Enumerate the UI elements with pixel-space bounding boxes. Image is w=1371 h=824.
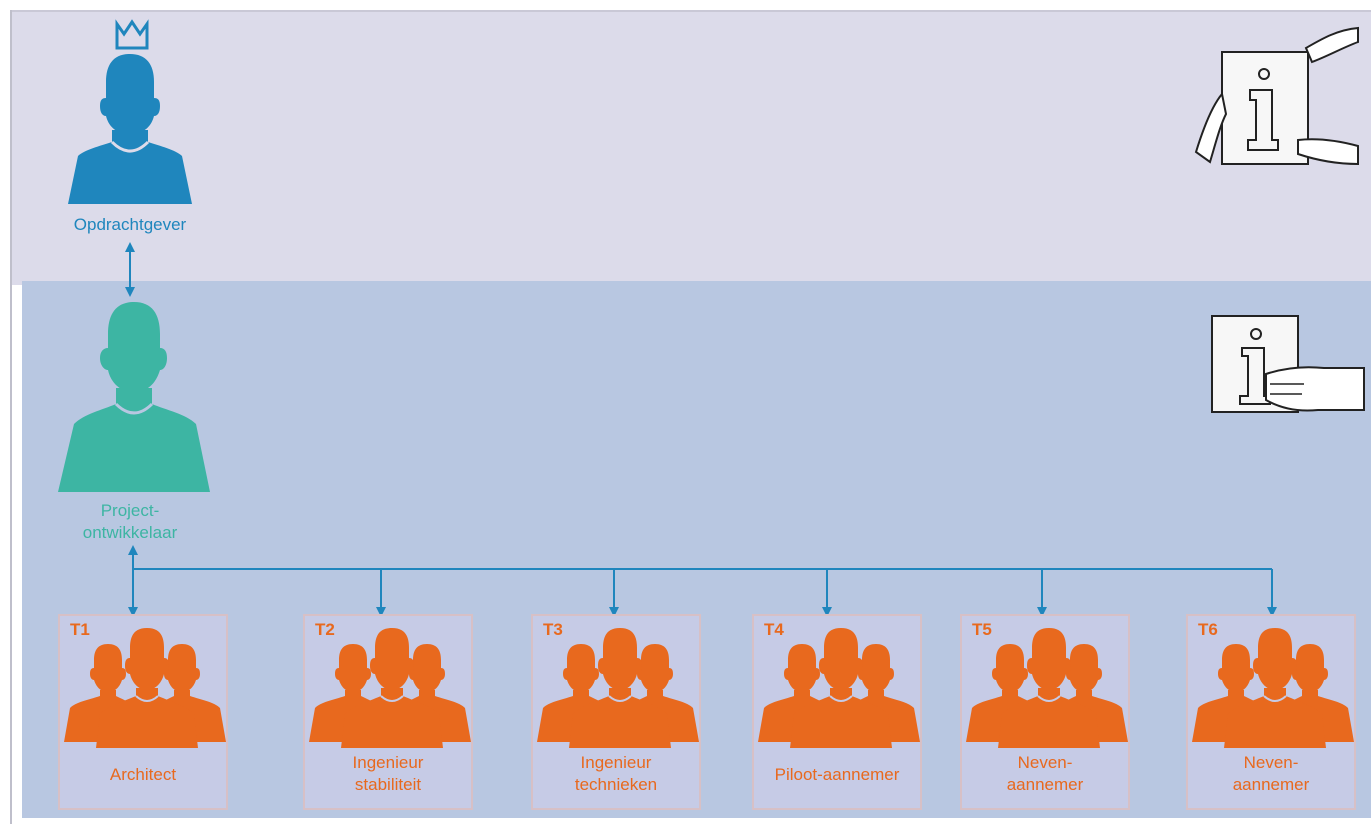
team-code: T6: [1198, 620, 1218, 639]
group-of-people-icon: [758, 628, 920, 748]
team-box-t1: T1 Architect: [58, 614, 228, 810]
team-label: Neven- aannemer: [1232, 753, 1310, 794]
team-box-t4: T4 Piloot-aannemer: [752, 614, 922, 810]
left-edge-line: [10, 10, 12, 824]
team-box-t2: T2 Ingenieur stabiliteit: [303, 614, 473, 810]
client-node: [68, 19, 192, 204]
team-code: T1: [70, 620, 90, 639]
team-label: Ingenieur technieken: [574, 753, 658, 794]
team-box-t5: T5 Neven- aannemer: [960, 614, 1130, 810]
info-sign-top-icon: [1194, 26, 1359, 166]
group-of-people-icon: [537, 628, 699, 748]
team-code: T5: [972, 620, 992, 639]
info-sign-bottom-icon: [1211, 315, 1365, 413]
team-label: Piloot-aannemer: [774, 765, 900, 784]
client-label: Opdrachtgever: [73, 215, 187, 234]
group-of-people-icon: [309, 628, 471, 748]
group-of-people-icon: [64, 628, 226, 748]
team-code: T3: [543, 620, 563, 639]
client-person-icon: [68, 54, 192, 204]
project-developer-person-icon: [58, 302, 210, 492]
client-band: [12, 10, 1371, 285]
group-of-people-icon: [966, 628, 1128, 748]
crown-icon: [115, 19, 149, 50]
project-developer-node: [58, 302, 210, 492]
group-of-people-icon: [1192, 628, 1354, 748]
team-box-t6: T6 Neven- aannemer: [1186, 614, 1356, 810]
team-box-t3: T3 Ingenieur technieken: [531, 614, 701, 810]
team-label: Neven- aannemer: [1006, 753, 1084, 794]
team-code: T4: [764, 620, 784, 639]
project-developer-label: Project- ontwikkelaar: [82, 501, 178, 542]
team-code: T2: [315, 620, 335, 639]
team-label: Architect: [109, 765, 177, 784]
team-label: Ingenieur stabiliteit: [352, 753, 424, 794]
